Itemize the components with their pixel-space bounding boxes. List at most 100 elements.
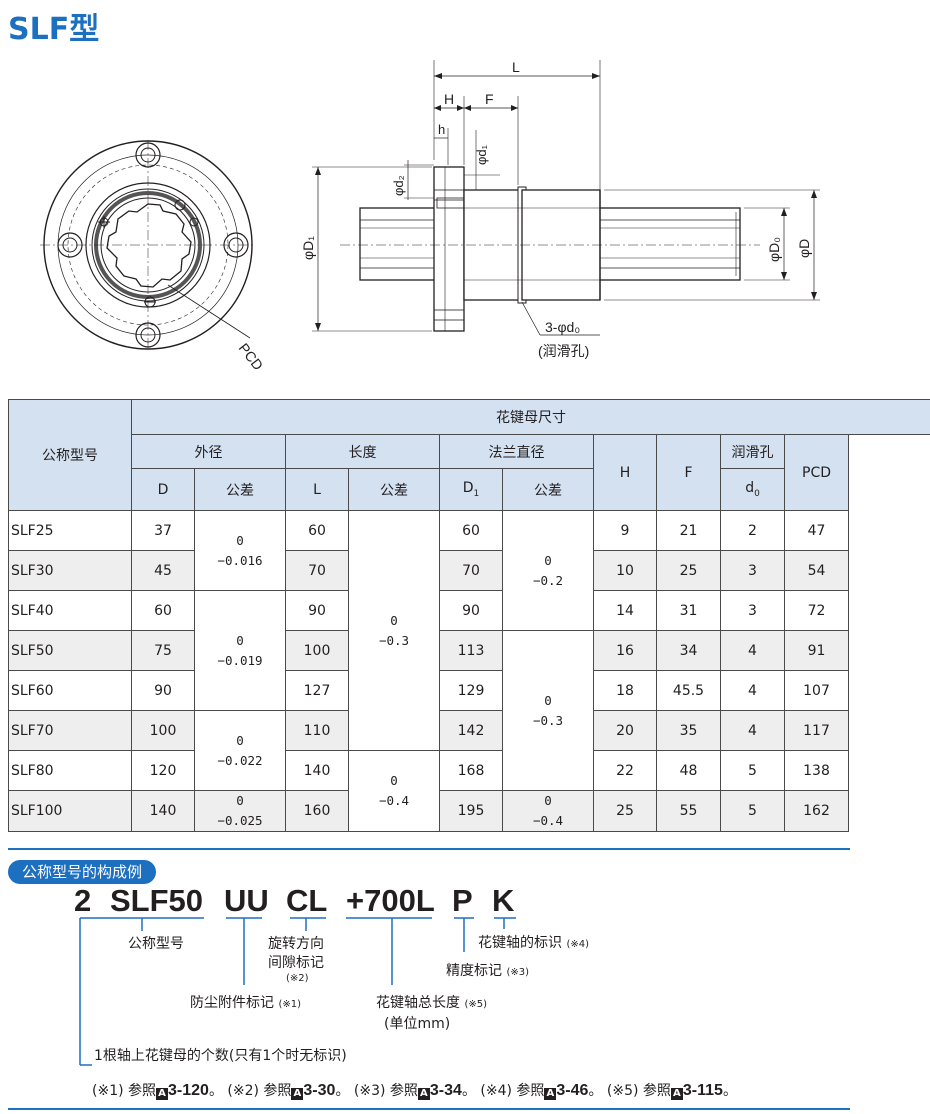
label-clearance-1: 旋转方向 — [268, 936, 324, 952]
tol-upper: 0 — [236, 732, 244, 748]
tol-lower: −0.022 — [217, 752, 263, 768]
tol-lower: −0.2 — [532, 572, 564, 588]
cell-D1: 60 — [439, 510, 503, 551]
label-accuracy-note: (※3) — [506, 967, 529, 978]
dim-d2: φd₂ — [391, 175, 406, 196]
footnote-2-prefix: (※2) 参照 — [227, 1083, 292, 1099]
cell-model: SLF40 — [8, 590, 132, 631]
header-length-tol: 公差 — [348, 468, 440, 511]
cell-tol-D: 0−0.019 — [194, 590, 286, 711]
dim-h: h — [438, 122, 445, 137]
page-ref-icon: A — [417, 1088, 430, 1100]
cell-D: 75 — [131, 630, 195, 671]
tol-upper: 0 — [236, 632, 244, 648]
cell-model: SLF70 — [8, 710, 132, 751]
label-qty: 1根轴上花键母的个数(只有1个时无标识) — [94, 1048, 347, 1064]
cell-model: SLF100 — [8, 790, 132, 832]
cell-D1: 142 — [439, 710, 503, 751]
cell-D1: 70 — [439, 550, 503, 591]
cell-tol-D: 0 −0.022 — [194, 710, 286, 791]
cell-H: 22 — [593, 750, 657, 791]
footnote-1-ref: 3-120 — [168, 1082, 209, 1099]
page-title: SLF型 — [8, 12, 100, 47]
dim-F: F — [485, 91, 494, 107]
header-lube: 润滑孔 — [720, 434, 785, 469]
footnote-5-end: 。 — [722, 1083, 737, 1099]
tol-upper: 0 — [544, 552, 552, 568]
label-seal-note: (※1) — [278, 999, 301, 1010]
header-L: L — [285, 468, 349, 511]
cell-H: 20 — [593, 710, 657, 751]
header-D1-main: D — [462, 480, 474, 497]
tol-lower: −0.4 — [378, 793, 410, 808]
technical-drawing: PCD — [40, 59, 820, 370]
composition-connectors — [79, 917, 516, 1066]
header-F: F — [656, 434, 721, 511]
footnote-4-end: 。 — [588, 1083, 603, 1099]
cell-D1: 90 — [439, 590, 503, 631]
footnote-2-ref: 3-30 — [303, 1082, 336, 1099]
header-d0: d0 — [720, 468, 785, 511]
cell-F: 55 — [656, 790, 721, 832]
label-seal: 防尘附件标记 (※1) — [190, 992, 301, 1012]
code-accuracy: P — [452, 883, 473, 918]
cell-H: 18 — [593, 670, 657, 711]
footnote-5-ref: 3-115 — [682, 1082, 723, 1099]
bottom-divider — [8, 1108, 850, 1110]
cell-D: 45 — [131, 550, 195, 591]
cell-L: 160 — [285, 790, 349, 832]
label-clearance-2: 间隙标记 — [268, 955, 324, 971]
cell-F: 45.5 — [656, 670, 721, 711]
dim-H: H — [444, 91, 454, 107]
header-model: 公称型号 — [8, 399, 132, 511]
footnote-3-end: 。 — [461, 1083, 476, 1099]
cell-model: SLF80 — [8, 750, 132, 791]
cell-tol-L: 0 −0.4 — [348, 750, 440, 832]
cell-PCD: 47 — [784, 510, 849, 551]
section-divider — [8, 848, 850, 850]
cell-H: 14 — [593, 590, 657, 631]
cell-tol-D1: 0 −0.2 — [502, 510, 594, 631]
cell-d0: 2 — [720, 510, 785, 551]
cell-tol-D1: 0−0.4 — [502, 790, 594, 832]
footnote-3-prefix: (※3) 参照 — [353, 1083, 418, 1099]
dim-L: L — [512, 59, 520, 75]
cell-d0: 3 — [720, 550, 785, 591]
cell-F: 35 — [656, 710, 721, 751]
cell-D: 60 — [131, 590, 195, 631]
tol-upper: 0 — [390, 773, 398, 788]
page-ref-icon: A — [291, 1088, 304, 1100]
cell-tol-D: 0−0.025 — [194, 790, 286, 832]
cell-D: 100 — [131, 710, 195, 751]
header-PCD: PCD — [784, 434, 849, 511]
label-length-text: 花键轴总长度 — [376, 995, 460, 1011]
header-group: 花键母尺寸 — [130, 399, 930, 435]
cell-D: 37 — [131, 510, 195, 551]
footnote-4-ref: 3-46 — [556, 1082, 589, 1099]
cell-D1: 195 — [439, 790, 503, 832]
footnote-3-ref: 3-34 — [429, 1082, 462, 1099]
header-d0-main: d — [745, 480, 755, 497]
label-clearance-note: (※2) — [286, 973, 309, 984]
cell-PCD: 162 — [784, 790, 849, 832]
cell-tol-D: 0−0.016 — [194, 510, 286, 591]
cell-PCD: 117 — [784, 710, 849, 751]
cell-model: SLF30 — [8, 550, 132, 591]
code-clearance: CL — [286, 883, 328, 918]
cell-H: 25 — [593, 790, 657, 832]
cell-F: 34 — [656, 630, 721, 671]
header-H: H — [593, 434, 657, 511]
cell-L: 70 — [285, 550, 349, 591]
label-accuracy: 精度标记 (※3) — [446, 960, 529, 980]
cell-D: 90 — [131, 670, 195, 711]
cell-PCD: 107 — [784, 670, 849, 711]
label-mark-note: (※4) — [566, 939, 589, 950]
header-D: D — [131, 468, 195, 511]
cell-H: 9 — [593, 510, 657, 551]
dim-d1: φd₁ — [474, 144, 489, 165]
cell-L: 100 — [285, 630, 349, 671]
cell-F: 48 — [656, 750, 721, 791]
cell-D1: 113 — [439, 630, 503, 671]
header-od-tol: 公差 — [194, 468, 286, 511]
